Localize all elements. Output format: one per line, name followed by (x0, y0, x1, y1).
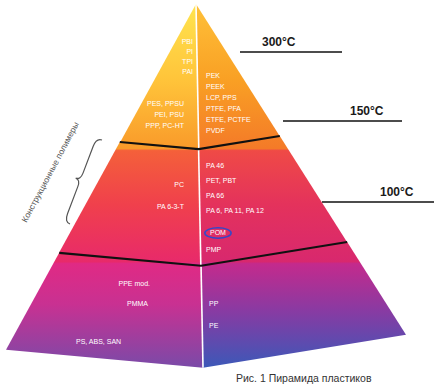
band-boundary (59, 242, 347, 266)
polymer-label: PS, ABS, SAN (76, 338, 121, 346)
polymer-label: PAI (182, 68, 193, 76)
polymer-label: PMP (206, 246, 221, 254)
polymer-label: PE (209, 322, 218, 330)
left-face (6, 253, 203, 368)
polymer-label: TPI (182, 58, 193, 66)
figure-caption: Рис. 1 Пирамида пластиков (236, 372, 371, 384)
polymer-label: PC (174, 181, 184, 189)
polymer-label: PEI, PSU (154, 111, 184, 119)
pyramid-band: PPE mod. PMMA PP PE PS, ABS, SAN (6, 242, 406, 368)
polymer-label: PVDF (206, 127, 225, 135)
front-edge (201, 266, 203, 368)
polymer-label: PPP, PC-HT (146, 122, 184, 130)
polymer-label: PMMA (127, 300, 148, 308)
pyramid-band: PC PA 46 PET, PBT PA 66 PA 6-3-T PA 6, PA 11,… (59, 136, 347, 266)
polymer-label: PA 6-3-T (157, 203, 184, 211)
band-shape (59, 136, 347, 266)
polymer-label: PEK (206, 72, 220, 80)
right-face (196, 4, 280, 150)
polymer-label: PET, PBT (206, 177, 236, 185)
polymer-label: PP (209, 300, 218, 308)
pyramid-band: PBI PI TPI PAI PEK PEEK LCP, PPS PTFE, PFA ETFE,… (120, 4, 280, 150)
polymer-label: PES, PPSU (147, 100, 184, 108)
left-face (120, 4, 199, 150)
temperature-line (240, 51, 342, 53)
polymer-label: PA 66 (206, 192, 224, 200)
polymer-label: PBI (182, 38, 193, 46)
band-boundary (120, 136, 280, 149)
front-edge (199, 150, 201, 266)
polymer-label: PTFE, PFA (206, 105, 241, 113)
temperature-label: 150°C (350, 104, 384, 118)
temperature-line (322, 201, 434, 203)
polymer-label: LCP, PPS (206, 94, 237, 102)
polymer-label: PEEK (206, 83, 225, 91)
front-edge (196, 4, 199, 150)
polymer-label: POM (210, 229, 226, 237)
temperature-label: 300°C (262, 35, 296, 49)
highlight-ellipse: POM (204, 227, 232, 239)
polymer-label: PA 46 (206, 162, 224, 170)
band-shape (6, 242, 406, 368)
group-label: Конструкционные полимеры (19, 120, 81, 224)
polymer-label: ETFE, PCTFE (206, 116, 251, 124)
temperature-line (283, 120, 402, 122)
polymer-label: PPE mod. (118, 280, 150, 288)
band-shape (120, 4, 280, 150)
polymer-label: PI (186, 48, 193, 56)
temperature-label: 100°C (380, 185, 414, 199)
left-face (59, 142, 201, 266)
polymer-label: PA 6, PA 11, PA 12 (206, 207, 264, 215)
